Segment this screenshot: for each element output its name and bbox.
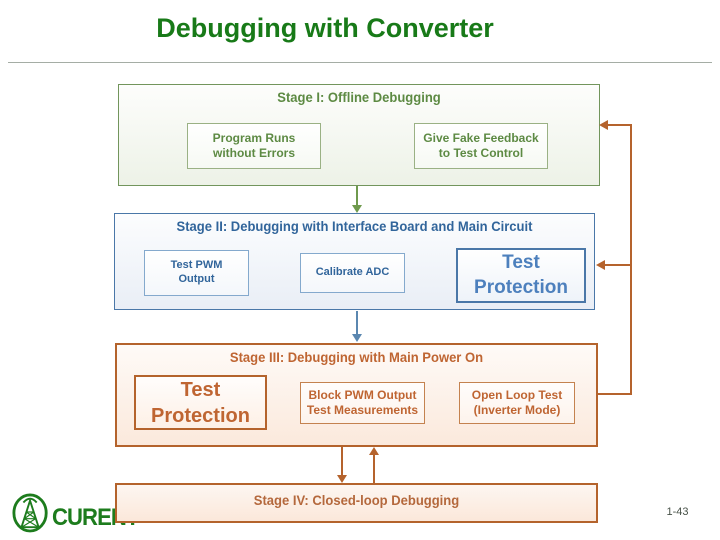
arrow-stage2-to-stage3-line [356, 311, 358, 336]
stage3-item-open-loop-test: Open Loop Test (Inverter Mode) [459, 382, 575, 424]
arrow-stage4-to-stage3-line [373, 454, 375, 483]
stage2-title: Stage II: Debugging with Interface Board… [176, 218, 533, 234]
stage2-item-test-pwm-output: Test PWM Output [144, 250, 249, 296]
stage4-box: Stage IV: Closed-loop Debugging [115, 483, 598, 523]
feedback-line-to-stage2 [605, 264, 631, 266]
stage1-item-fake-feedback: Give Fake Feedback to Test Control [414, 123, 548, 169]
arrow-stage1-to-stage2-head [352, 205, 362, 213]
stage2-item-test-protection: Test Protection [456, 248, 586, 303]
stage1-item-program-runs: Program Runs without Errors [187, 123, 321, 169]
stage3-box: Stage III: Debugging with Main Power On … [115, 343, 598, 447]
arrow-stage3-to-stage4-line [341, 447, 343, 476]
feedback-line-bottom [598, 393, 632, 395]
stage1-box: Stage I: Offline Debugging Program Runs … [118, 84, 600, 186]
stage4-title: Stage IV: Closed-loop Debugging [253, 492, 460, 508]
stage3-title: Stage III: Debugging with Main Power On [229, 349, 484, 365]
stage1-title: Stage I: Offline Debugging [277, 89, 441, 105]
arrow-stage1-to-stage2-line [356, 186, 358, 207]
feedback-line-to-stage1 [608, 124, 631, 126]
slide-title: Debugging with Converter [156, 13, 494, 43]
stage3-item-block-pwm: Block PWM Output Test Measurements [300, 382, 425, 424]
feedback-line-vertical [630, 124, 632, 395]
feedback-arrow-to-stage1 [599, 120, 608, 130]
stage2-item-calibrate-adc: Calibrate ADC [300, 253, 405, 293]
stage2-box: Stage II: Debugging with Interface Board… [114, 213, 595, 310]
feedback-arrow-to-stage2 [596, 260, 605, 270]
arrow-stage4-to-stage3-head [369, 447, 379, 455]
arrow-stage2-to-stage3-head [352, 334, 362, 342]
stage3-item-test-protection: Test Protection [134, 375, 267, 430]
transmission-tower-icon [12, 491, 50, 538]
page-number: 1-43 [666, 506, 689, 518]
title-underline [8, 62, 712, 63]
arrow-stage3-to-stage4-head [337, 475, 347, 483]
